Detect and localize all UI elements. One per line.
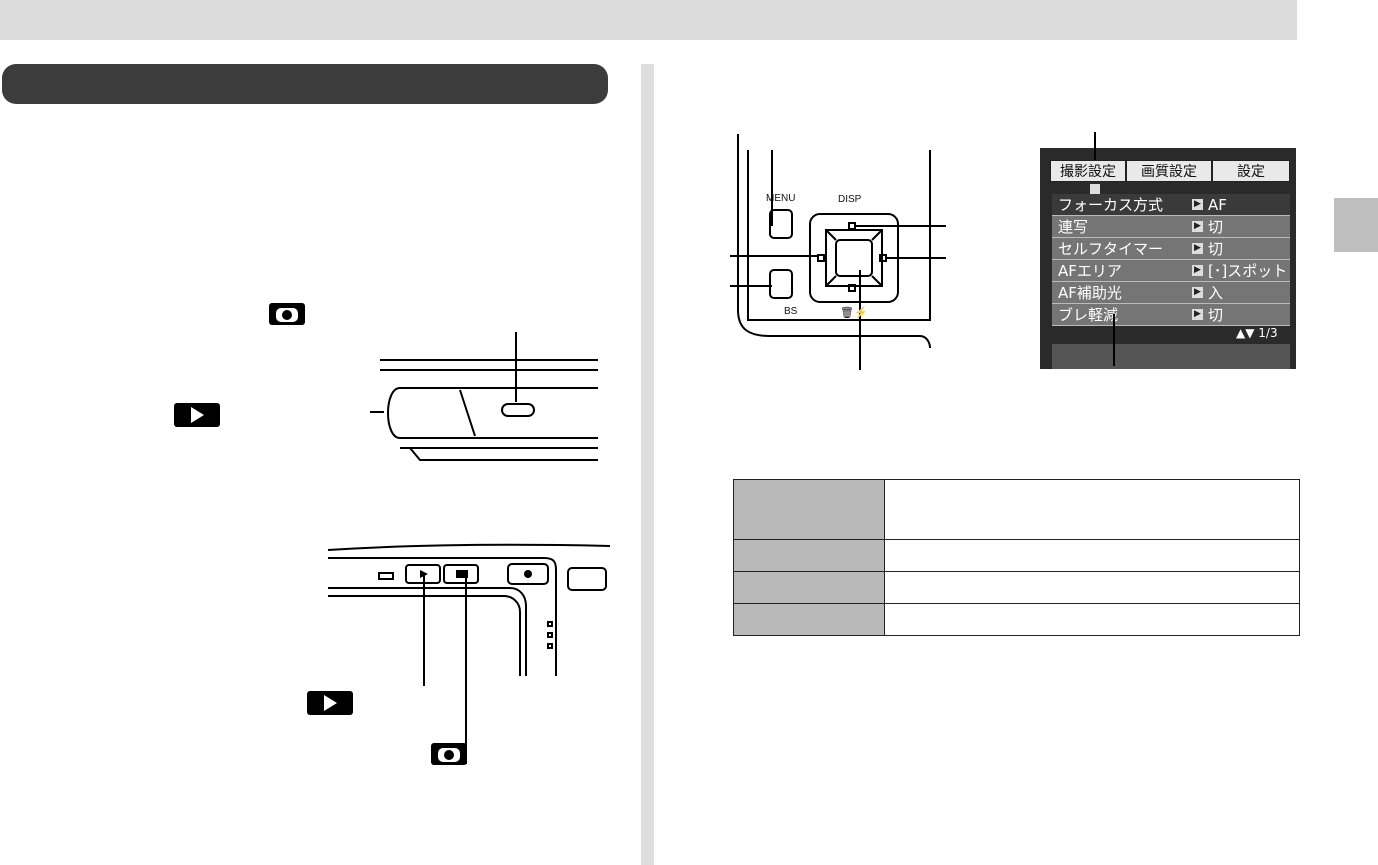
table-row (733, 571, 1300, 604)
play-mode-icon (307, 691, 353, 715)
header-band (0, 0, 1297, 40)
menu-row[interactable]: AF補助光 ▶ 入 (1052, 282, 1290, 304)
table-row (733, 479, 1300, 540)
leader-line (465, 680, 467, 764)
table-row (733, 603, 1300, 636)
controller-illustration (730, 134, 946, 370)
tab-rec-settings[interactable]: 撮影設定 (1050, 160, 1126, 182)
disp-button-label: DISP (838, 194, 862, 205)
column-divider (641, 64, 654, 865)
menu-button-label: MENU (766, 193, 796, 204)
rec-mode-icon (269, 303, 305, 325)
section-title-bar (2, 64, 608, 104)
arrow-icon: ▶ (1192, 221, 1203, 232)
tab-setup[interactable]: 設定 (1212, 160, 1290, 182)
camera-top-illustration (370, 332, 598, 461)
leader-line (1094, 132, 1115, 366)
background-photo (1052, 344, 1290, 369)
arrow-icon: ▶ (1192, 265, 1203, 276)
arrow-icon: ▶ (1192, 243, 1203, 254)
menu-row[interactable]: セルフタイマー ▶ 切 (1052, 238, 1290, 260)
delete-flash-icon: 🗑⚡ (840, 307, 868, 319)
play-mode-icon (174, 403, 220, 427)
table-row (733, 539, 1300, 572)
menu-row[interactable]: ブレ軽減 ▶ 切 (1052, 304, 1290, 326)
spec-table (733, 479, 1300, 636)
camera-back-illustration (327, 543, 610, 690)
menu-row[interactable]: フォーカス方式 ▶ AF (1052, 194, 1290, 216)
bs-button-label: BS (784, 306, 798, 317)
menu-row[interactable]: AFエリア ▶ [･]スポット (1052, 260, 1290, 282)
tab-quality-settings[interactable]: 画質設定 (1126, 160, 1212, 182)
chapter-tab (1334, 198, 1378, 252)
tab-up-indicator (1090, 184, 1100, 194)
menu-screen: 撮影設定 画質設定 設定 フォーカス方式 ▶ AF 連写 ▶ 切 セルフタイマー… (1040, 148, 1296, 369)
arrow-icon: ▶ (1192, 287, 1203, 298)
page-indicator: ▲▼ 1/3 (1236, 326, 1278, 340)
arrow-icon: ▶ (1192, 309, 1203, 320)
arrow-icon: ▶ (1192, 199, 1203, 210)
menu-row[interactable]: 連写 ▶ 切 (1052, 216, 1290, 238)
rec-mode-icon (431, 743, 467, 765)
